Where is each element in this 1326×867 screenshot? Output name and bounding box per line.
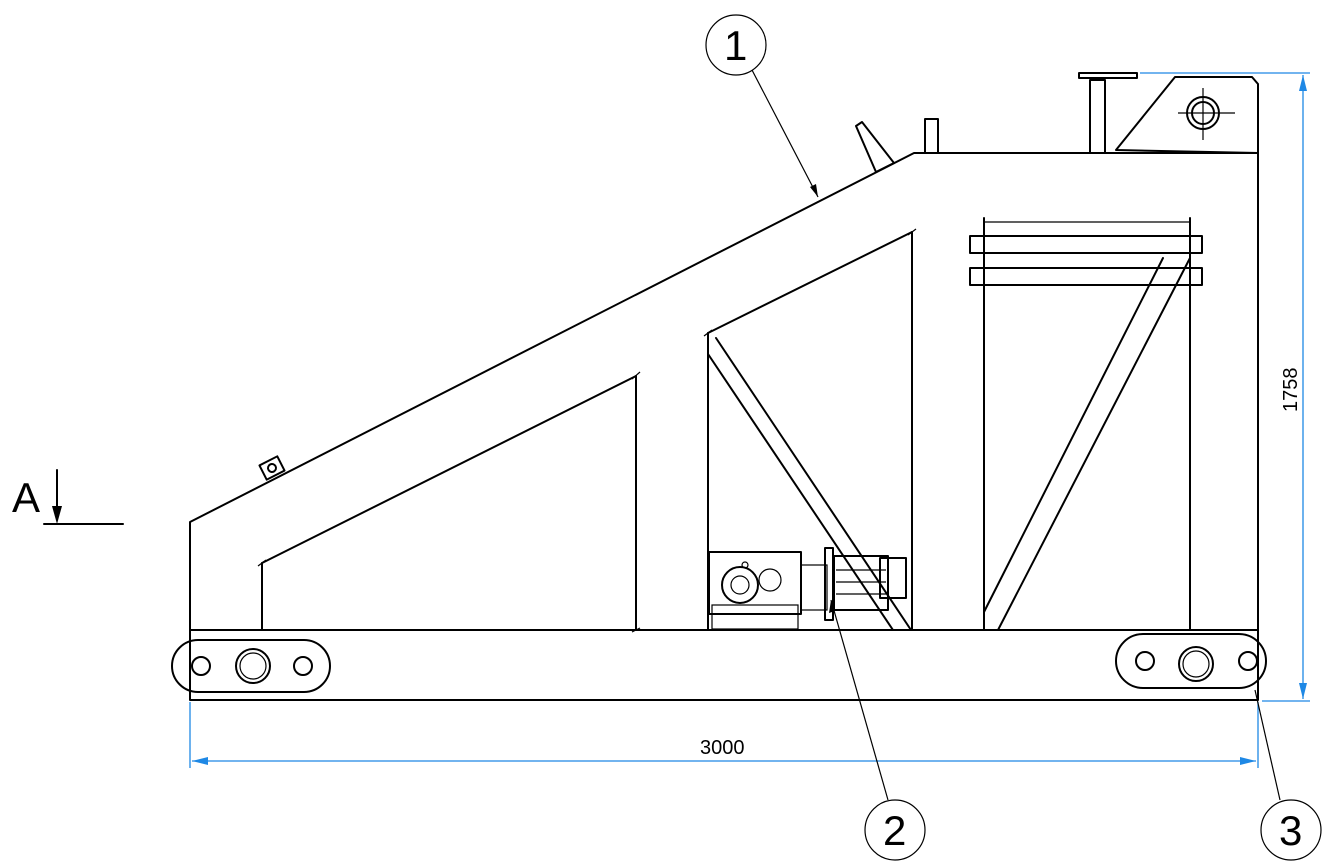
balloon-2: 2 — [829, 599, 926, 861]
main-frame — [189, 152, 1259, 701]
inner-chord — [261, 375, 637, 564]
dimension-height: 1758 — [1140, 72, 1310, 702]
balloon-circle-1 — [705, 14, 767, 76]
right-diagonal-b — [997, 257, 1191, 631]
dim-length-text: 3000 — [700, 737, 745, 759]
gearbox-base — [711, 604, 799, 630]
inner-chord-2 — [707, 231, 913, 334]
section-label: A — [12, 474, 40, 521]
gear-hub — [730, 575, 750, 595]
leader-2-arrow — [829, 600, 835, 613]
gear-wheel — [721, 566, 759, 604]
dim-arrow-left — [192, 757, 208, 765]
leader-1-arrow — [810, 184, 818, 197]
tick — [907, 228, 917, 236]
axle-center — [235, 648, 271, 684]
dim-arrow-right — [1240, 757, 1256, 765]
gear-bolt — [741, 561, 749, 569]
section-marker: A — [12, 469, 124, 525]
leader-3 — [1254, 689, 1281, 801]
drive-unit — [708, 547, 907, 630]
wheel-left — [1135, 651, 1155, 671]
wheel-right — [1238, 651, 1258, 671]
frame-outline — [189, 152, 1259, 701]
right-bogie — [1115, 633, 1267, 689]
leader-2 — [830, 599, 889, 801]
tick — [631, 371, 641, 380]
balloon-number-3: 3 — [1279, 807, 1302, 854]
dimension-length: 3000 — [189, 702, 1259, 768]
clamp-band-1 — [969, 235, 1203, 254]
motor-fan-cover — [879, 557, 907, 599]
lifting-lug — [1115, 76, 1259, 154]
tall-post — [1089, 79, 1106, 154]
dim-arrow-bottom — [1299, 683, 1307, 699]
tick — [631, 627, 641, 633]
balloon-number-2: 2 — [883, 807, 906, 854]
tick — [703, 329, 713, 337]
leader-1 — [751, 69, 819, 198]
balloon-circle-2 — [864, 799, 926, 861]
wheel-right — [293, 656, 313, 676]
bogie-plate — [171, 639, 331, 693]
motor-body — [833, 555, 889, 611]
clamp-band-2 — [969, 267, 1203, 286]
axle-center — [1178, 646, 1214, 682]
cone-nozzle — [855, 121, 895, 173]
right-diagonal-a — [983, 257, 1164, 613]
bogie-plate — [1115, 633, 1267, 689]
dim-height-text: 1758 — [1280, 368, 1302, 413]
sensor-bracket — [258, 455, 286, 481]
coupling — [800, 564, 828, 611]
left-bogie — [171, 639, 331, 693]
diagonal-brace-a — [707, 353, 894, 631]
tick — [257, 559, 267, 567]
diagonal-brace-b — [715, 337, 912, 631]
balloon-circle-3 — [1260, 799, 1322, 861]
balloon-3: 3 — [1254, 689, 1322, 861]
balloon-1: 1 — [705, 14, 819, 198]
section-arrow-head — [52, 506, 62, 524]
top-fittings — [258, 72, 1259, 481]
axle-center-inner — [1182, 650, 1210, 678]
gear-pinion — [758, 568, 782, 592]
post-cap — [1078, 72, 1138, 79]
axle-center-inner — [239, 652, 267, 680]
short-post — [924, 118, 939, 154]
wheel-left — [191, 656, 211, 676]
dim-arrow-top — [1299, 75, 1307, 91]
balloon-number-1: 1 — [724, 22, 747, 69]
